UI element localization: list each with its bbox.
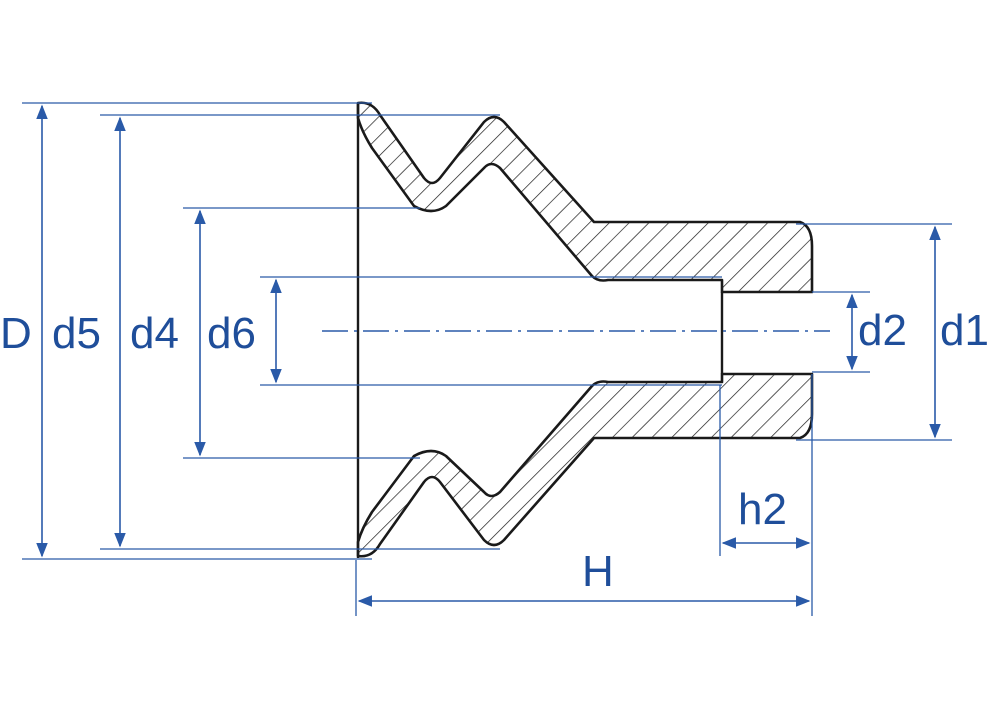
label-H: H	[582, 547, 614, 596]
label-d5: d5	[52, 309, 101, 358]
extension-lines	[22, 102, 952, 616]
dimension-lines	[36, 104, 941, 607]
upper-section	[356, 101, 814, 294]
label-d1: d1	[940, 306, 989, 355]
label-D: D	[0, 309, 32, 358]
label-h2: h2	[738, 485, 787, 534]
label-d2: d2	[858, 306, 907, 355]
label-d4: d4	[130, 309, 179, 358]
label-d6: d6	[207, 309, 256, 358]
